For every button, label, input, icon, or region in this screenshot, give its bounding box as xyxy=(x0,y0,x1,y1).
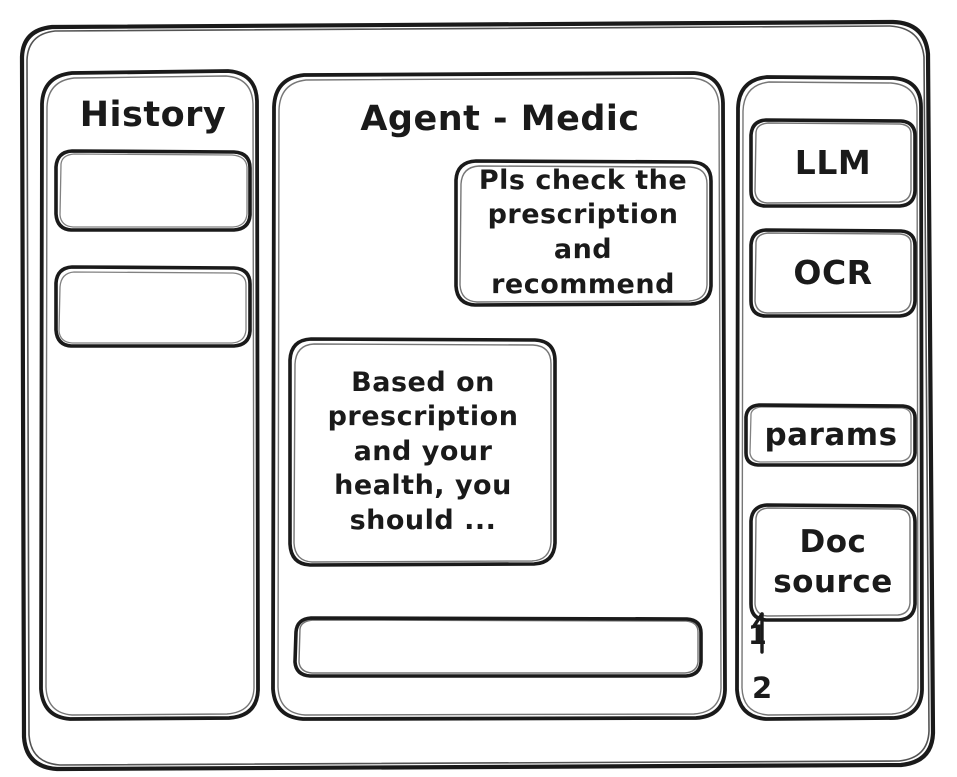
history-item[interactable] xyxy=(55,152,251,230)
tool-button-doc-source[interactable]: Doc source xyxy=(773,524,893,600)
message-input[interactable] xyxy=(295,618,701,676)
page-title: Agent - Medic xyxy=(360,98,640,139)
tool-button-llm[interactable]: LLM xyxy=(794,142,872,182)
sidebar-title: History xyxy=(79,94,227,135)
tool-button-ocr[interactable]: OCR xyxy=(793,252,873,292)
user-message-bubble: Pls check the prescription and recommend xyxy=(478,164,688,300)
history-item[interactable] xyxy=(55,268,251,346)
doc-source-list-item[interactable]: 1 xyxy=(748,619,768,651)
agent-message-bubble: Based on prescription and your health, y… xyxy=(327,366,519,536)
doc-source-list-item[interactable]: 2 xyxy=(752,671,773,706)
tool-button-params[interactable]: params xyxy=(764,417,898,454)
